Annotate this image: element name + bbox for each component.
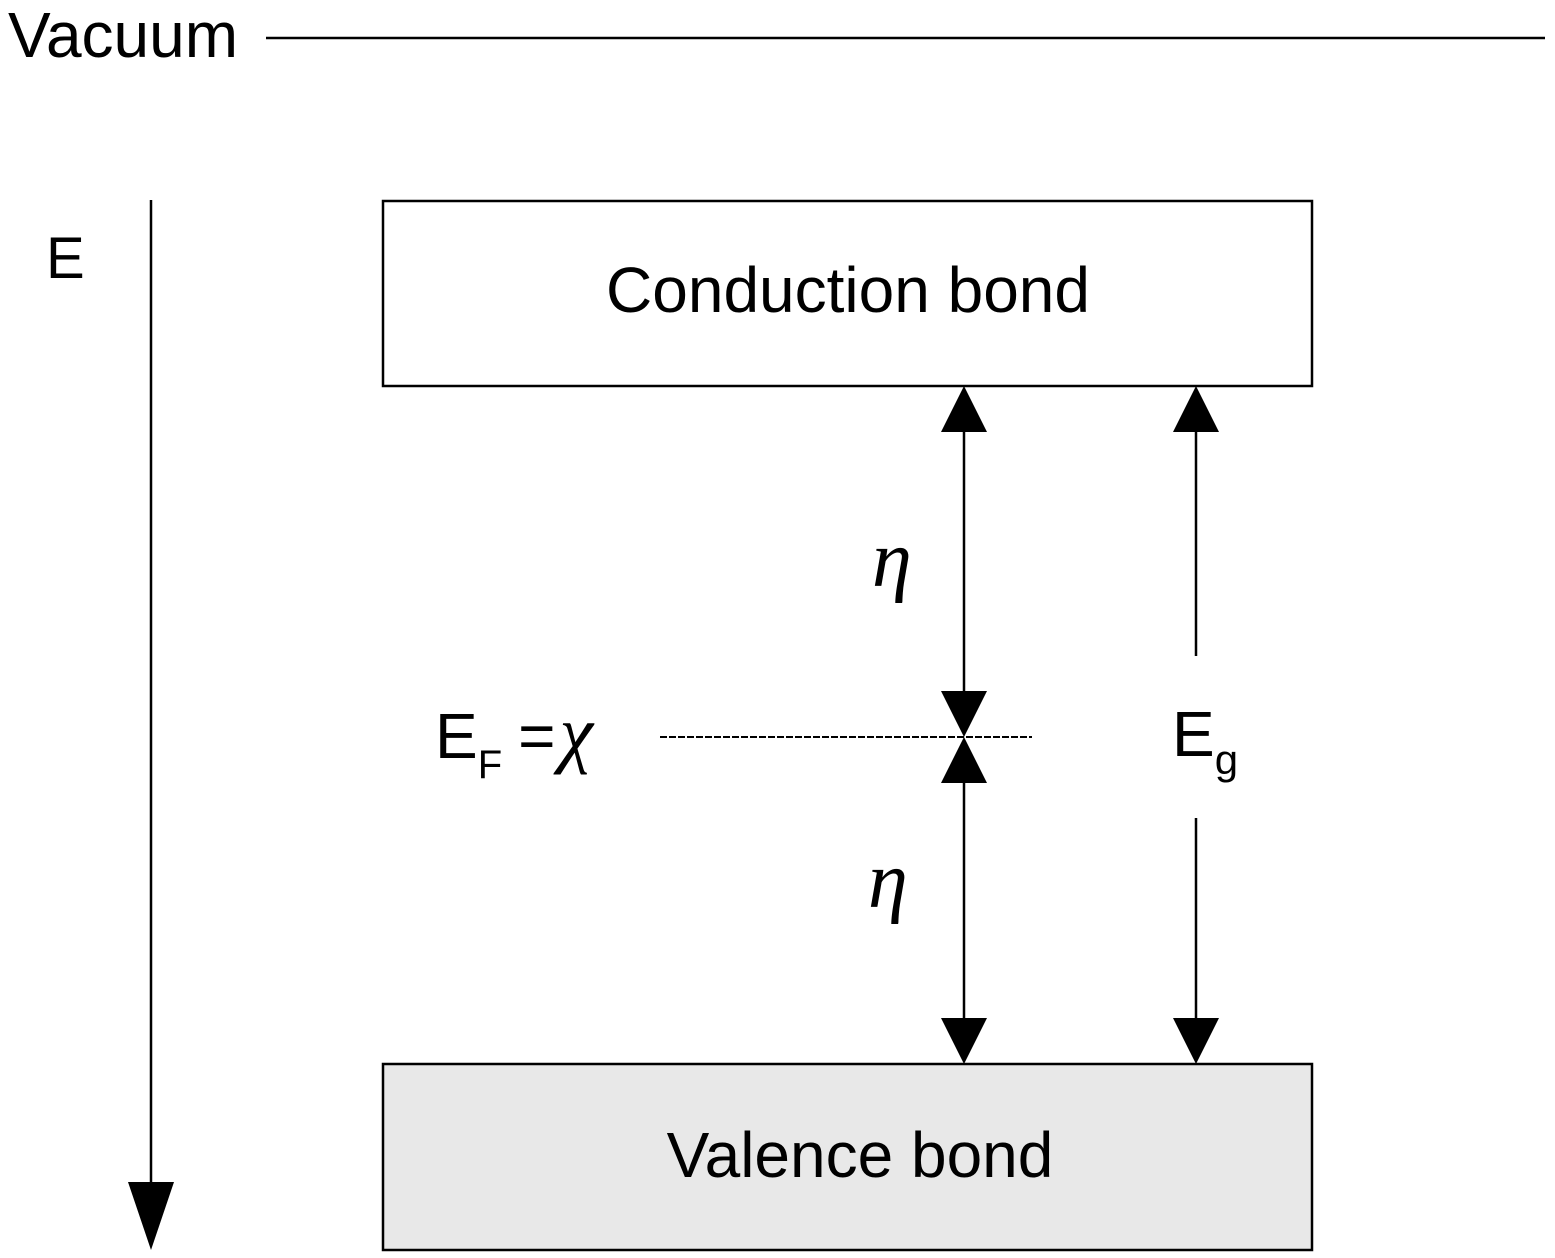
hardness-lower-arrowhead-bottom [941, 1018, 987, 1064]
energy-axis-label: E [46, 226, 85, 291]
valence-band-label: Valence bond [667, 1119, 1054, 1191]
fermi-level-equals: = [518, 700, 555, 772]
energy-axis-arrowhead [128, 1182, 174, 1250]
band-gap-main: E [1172, 698, 1215, 770]
hardness-upper-label: η [872, 516, 912, 604]
hardness-lower-label: η [868, 837, 908, 925]
band-gap-arrowhead-bottom [1173, 1018, 1219, 1064]
fermi-level-subscript: F [478, 743, 502, 787]
conduction-band-label: Conduction bond [606, 254, 1090, 326]
fermi-level-main: E [435, 700, 478, 772]
band-gap-arrowhead-top [1173, 386, 1219, 432]
valence-band-box [381, 1062, 1314, 1252]
fermi-level-label: EF =χ [435, 691, 595, 787]
hardness-upper-arrowhead-bottom [941, 691, 987, 737]
band-gap-label: Eg [1172, 698, 1238, 783]
hardness-upper-arrowhead-top [941, 386, 987, 432]
band-gap-subscript: g [1215, 736, 1238, 783]
vacuum-label: Vacuum [8, 0, 238, 71]
chi-symbol: χ [553, 691, 595, 775]
hardness-lower-arrowhead-top [941, 737, 987, 783]
conduction-band-box [381, 199, 1314, 388]
